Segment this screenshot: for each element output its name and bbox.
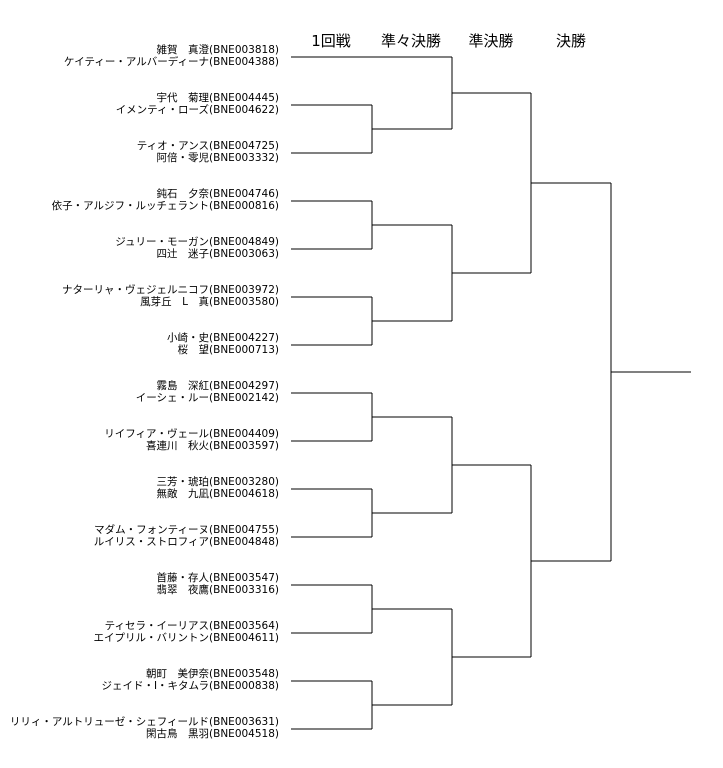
entrant-name: ルイリス・ストロフィア(BNE004848) <box>93 536 279 548</box>
entrant-name: イメンティ・ローズ(BNE004622) <box>115 104 279 116</box>
entrant-name: 喜連川 秋火(BNE003597) <box>146 440 279 452</box>
round-label-1: 1回戦 <box>311 32 351 50</box>
entrant-name: ジュリー・モーガン(BNE004849) <box>115 236 279 248</box>
entrant-name: 霧島 深紅(BNE004297) <box>156 380 279 392</box>
entry-10: 三芳・琥珀(BNE003280)無敵 九凪(BNE004618) <box>157 476 279 500</box>
entrant-name: ナターリャ・ヴェジェルニコフ(BNE003972) <box>62 284 279 296</box>
entrant-name: 四辻 迷子(BNE003063) <box>156 248 279 260</box>
entry-2: 宇代 菊理(BNE004445)イメンティ・ローズ(BNE004622) <box>116 92 279 116</box>
entry-14: 朝町 美伊奈(BNE003548)ジェイド・I・キタムラ(BNE000838) <box>101 668 279 692</box>
round-label-3: 準決勝 <box>468 32 514 50</box>
entrant-name: ティセラ・イーリアス(BNE003564) <box>104 620 279 632</box>
entrant-name: 三芳・琥珀(BNE003280) <box>156 476 279 488</box>
entry-11: マダム・フォンティーヌ(BNE004755)ルイリス・ストロフィア(BNE004… <box>94 524 279 548</box>
entrant-name: ケイティー・アルバーディーナ(BNE004388) <box>63 56 279 68</box>
entry-1: 雑賀 真澄(BNE003818)ケイティー・アルバーディーナ(BNE004388… <box>64 44 279 68</box>
entrant-name: イーシェ・ルー(BNE002142) <box>135 392 279 404</box>
entry-3: ティオ・アンス(BNE004725)阿倍・零児(BNE003332) <box>137 140 279 164</box>
entrant-name: エイプリル・バリントン(BNE004611) <box>93 632 279 644</box>
entry-15: リリィ・アルトリューゼ・シェフィールド(BNE003631)閑古鳥 黒羽(BNE… <box>10 716 279 740</box>
entrant-name: ジェイド・I・キタムラ(BNE000838) <box>101 680 279 692</box>
entrant-name: 鈍石 夕奈(BNE004746) <box>156 188 279 200</box>
entrant-name: 朝町 美伊奈(BNE003548) <box>146 668 279 680</box>
round-label-4: 決勝 <box>555 32 587 50</box>
entrant-name: 宇代 菊理(BNE004445) <box>156 92 279 104</box>
round-label-2: 準々決勝 <box>380 32 442 50</box>
entrant-name: マダム・フォンティーヌ(BNE004755) <box>94 524 279 536</box>
entrant-name: 閑古鳥 黒羽(BNE004518) <box>146 728 279 740</box>
entrant-name: 雑賀 真澄(BNE003818) <box>156 44 279 56</box>
entry-12: 首藤・存人(BNE003547)翡翠 夜鷹(BNE003316) <box>157 572 279 596</box>
entrant-name: 桜 望(BNE000713) <box>177 344 279 356</box>
entrant-name: 翡翠 夜鷹(BNE003316) <box>156 584 279 596</box>
entry-9: リイフィア・ヴェール(BNE004409)喜連川 秋火(BNE003597) <box>104 428 279 452</box>
entrant-name: 首藤・存人(BNE003547) <box>156 572 279 584</box>
entry-4: 鈍石 夕奈(BNE004746)依子・アルジフ・ルッチェラント(BNE00081… <box>52 188 279 212</box>
entry-13: ティセラ・イーリアス(BNE003564)エイプリル・バリントン(BNE0046… <box>94 620 279 644</box>
entry-6: ナターリャ・ヴェジェルニコフ(BNE003972)風芽丘 L 真(BNE0035… <box>62 284 279 308</box>
entrant-name: リイフィア・ヴェール(BNE004409) <box>104 428 279 440</box>
entrant-name: 風芽丘 L 真(BNE003580) <box>140 296 279 308</box>
entrant-name: 阿倍・零児(BNE003332) <box>156 152 279 164</box>
entrant-name: ティオ・アンス(BNE004725) <box>136 140 279 152</box>
entry-7: 小崎・史(BNE004227)桜 望(BNE000713) <box>167 332 279 356</box>
entrant-name: 無敵 九凪(BNE004618) <box>156 488 279 500</box>
entrant-name: 依子・アルジフ・ルッチェラント(BNE000816) <box>51 200 279 212</box>
entrant-name: リリィ・アルトリューゼ・シェフィールド(BNE003631) <box>9 716 279 728</box>
entrant-name: 小崎・史(BNE004227) <box>167 332 279 344</box>
entry-5: ジュリー・モーガン(BNE004849)四辻 迷子(BNE003063) <box>115 236 279 260</box>
entry-8: 霧島 深紅(BNE004297)イーシェ・ルー(BNE002142) <box>136 380 279 404</box>
